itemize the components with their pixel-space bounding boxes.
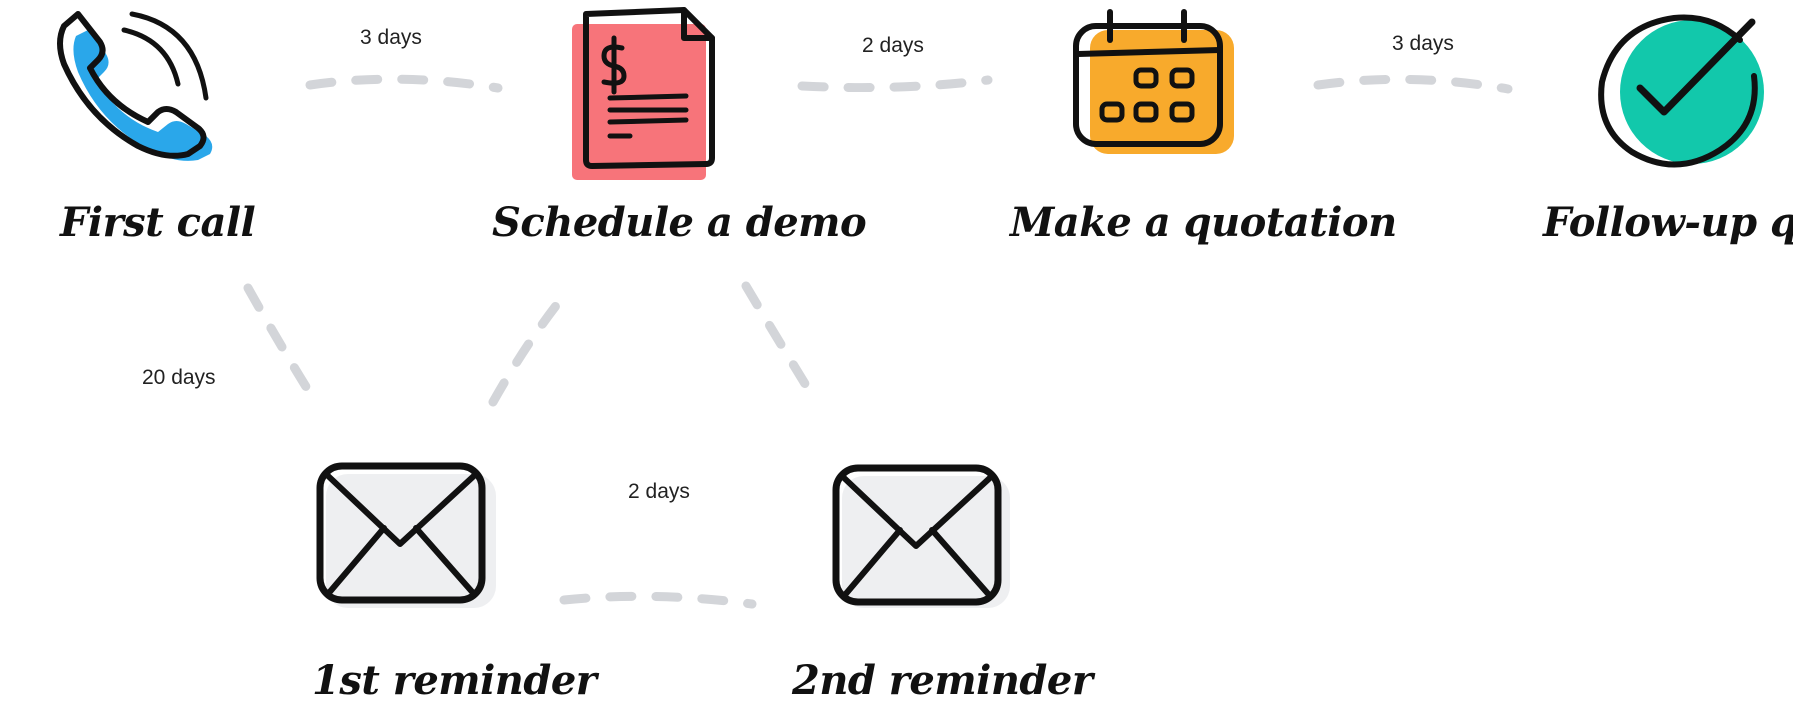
node-first-reminder[interactable]: 1st reminder xyxy=(312,462,600,704)
connector-first-reminder-to-second-reminder xyxy=(559,591,757,609)
connector-demo-to-quotation xyxy=(797,75,993,93)
connector-quotation-to-follow-up xyxy=(1313,74,1513,94)
connector-demo-to-second-reminder xyxy=(741,281,820,405)
invoice-document-icon xyxy=(572,7,715,180)
edge-label-first-call-to-demo: 3 days xyxy=(360,26,422,49)
node-label-first-call: First call xyxy=(59,199,256,246)
edge-label-first-call-to-first-reminder: 20 days xyxy=(142,366,216,389)
node-label-schedule-demo: Schedule a demo xyxy=(492,199,866,246)
envelope-icon xyxy=(316,462,496,608)
connectors xyxy=(243,74,1513,609)
node-label-second-reminder: 2nd reminder xyxy=(791,657,1096,704)
node-make-quotation[interactable]: Make a quotation xyxy=(1008,9,1397,246)
node-follow-up-quote[interactable]: Follow-up quote xyxy=(1542,14,1793,246)
node-label-make-quotation: Make a quotation xyxy=(1008,199,1397,246)
node-first-call[interactable]: First call xyxy=(57,11,256,246)
node-second-reminder[interactable]: 2nd reminder xyxy=(791,464,1096,704)
connector-first-call-to-first-reminder xyxy=(243,283,318,403)
edge-label-first-reminder-to-second-reminder: 2 days xyxy=(628,480,690,503)
calendar-icon xyxy=(1073,9,1234,154)
envelope-icon xyxy=(832,464,1010,608)
node-label-first-reminder: 1st reminder xyxy=(312,657,600,704)
edge-label-demo-to-quotation: 2 days xyxy=(862,34,924,57)
edge-labels: 3 days 2 days 3 days 20 days 2 days xyxy=(142,26,1454,503)
node-schedule-demo[interactable]: Schedule a demo xyxy=(492,7,867,246)
node-label-follow-up-quote: Follow-up quote xyxy=(1542,199,1793,246)
phone-icon xyxy=(57,11,213,161)
connector-first-reminder-to-demo xyxy=(488,288,571,407)
checkmark-circle-icon xyxy=(1598,14,1764,168)
connector-first-call-to-demo xyxy=(305,74,503,93)
edge-label-quotation-to-follow-up: 3 days xyxy=(1392,32,1454,55)
